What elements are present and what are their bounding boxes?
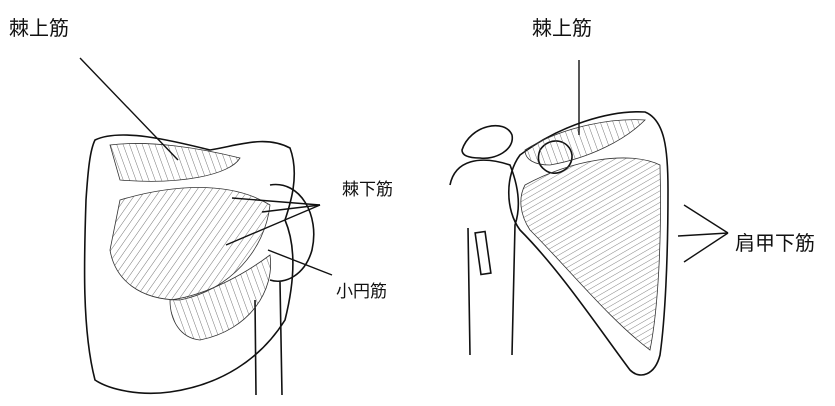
left-infraspinatus-label: 棘下筋 [342, 182, 393, 199]
right-coracoid [462, 126, 512, 159]
right-subscapularis-label: 肩甲下筋 [735, 233, 815, 253]
right-bicipital-groove [475, 232, 491, 275]
left-teres-minor-label: 小円筋 [336, 284, 387, 301]
left-supraspinatus-label: 棘上筋 [9, 18, 69, 38]
left-supraspinatus-muscle [110, 143, 240, 181]
right-supraspinatus-label: 棘上筋 [532, 18, 592, 38]
